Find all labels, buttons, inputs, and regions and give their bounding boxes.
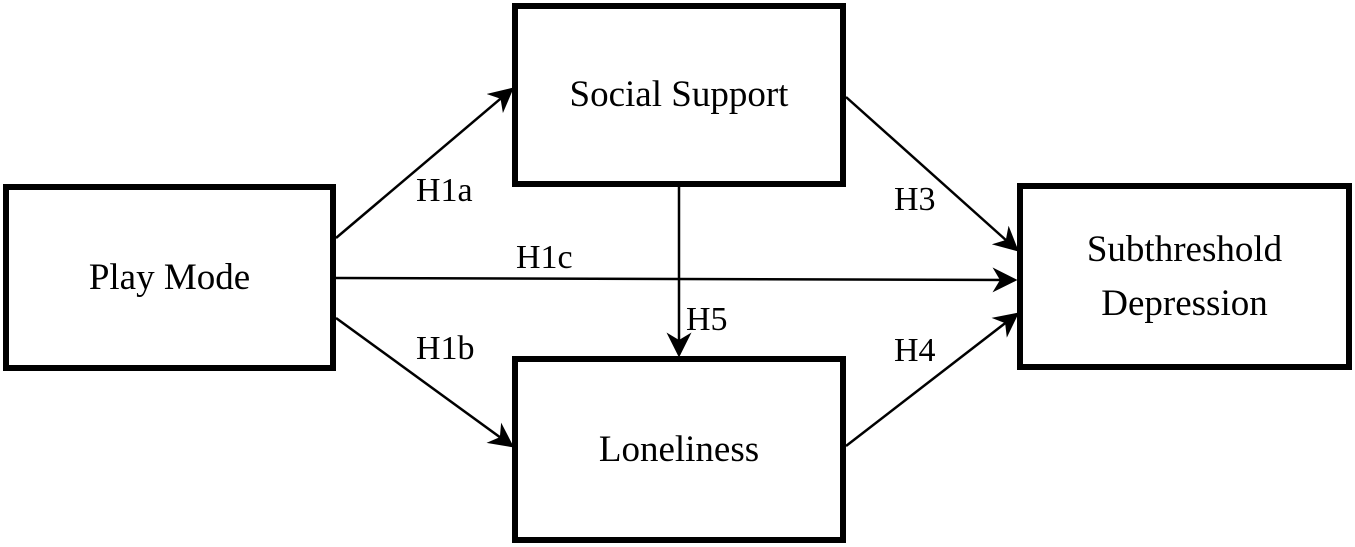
- path-label-h1c: H1c: [516, 239, 573, 276]
- node-loneliness: Loneliness: [512, 356, 846, 543]
- node-loneliness-label: Loneliness: [598, 428, 760, 470]
- node-depression-label-line-1: Subthreshold: [1086, 228, 1283, 270]
- arrow-h4: [845, 312, 1019, 447]
- arrow-h1b: [335, 316, 515, 448]
- arrow-h1c: [335, 267, 1018, 293]
- node-social-support: Social Support: [512, 3, 846, 187]
- arrow-h1a: [335, 87, 514, 239]
- node-depression-label-line-2: Depression: [1101, 282, 1268, 324]
- node-play-mode: Play Mode: [3, 184, 336, 371]
- path-label-h4: H4: [894, 332, 936, 369]
- path-label-h1b: H1b: [416, 330, 475, 367]
- path-label-h1a: H1a: [416, 172, 473, 209]
- arrow-h3: [845, 96, 1019, 252]
- path-label-h3: H3: [894, 181, 936, 218]
- path-label-h5: H5: [686, 301, 728, 338]
- node-play-mode-label: Play Mode: [88, 256, 251, 298]
- node-subthreshold-depression: Subthreshold Depression: [1017, 183, 1352, 370]
- node-social-support-label: Social Support: [569, 74, 789, 116]
